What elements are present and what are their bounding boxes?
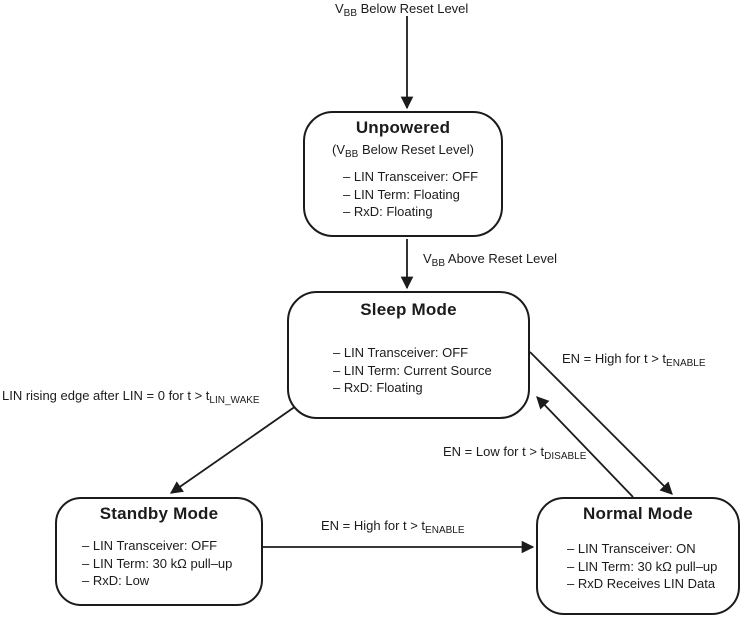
state-item: – LIN Term: Floating	[343, 186, 460, 202]
transition-label-sleep-to-normal: EN = High for t > tENABLE	[562, 351, 706, 369]
label-subscript: BB	[345, 149, 359, 160]
label-text: (V	[332, 142, 346, 157]
label-subscript: DISABLE	[544, 451, 587, 462]
state-title: Sleep Mode	[360, 300, 457, 319]
state-title: Unpowered	[355, 118, 451, 137]
label-text: Above Reset Level	[445, 251, 558, 266]
state-normal-mode: Normal Mode – LIN Transceiver: ON – LIN …	[536, 497, 740, 615]
state-item: – LIN Term: Current Source	[333, 362, 492, 378]
state-item: – RxD: Floating	[333, 380, 423, 395]
arrow-sleep-to-standby	[169, 405, 297, 494]
label-text: EN = High for t > t	[321, 518, 426, 533]
state-title: Normal Mode	[583, 504, 693, 523]
label-text: LIN rising edge after LIN = 0 for t > t	[2, 388, 210, 403]
state-item-list: – LIN Transceiver: OFF – LIN Term: Curre…	[289, 344, 528, 397]
state-subtitle: (VBB Below Reset Level)	[305, 142, 501, 160]
transition-label-normal-to-sleep: EN = Low for t > tDISABLE	[443, 444, 586, 462]
label-text: Below Reset Level)	[358, 142, 474, 157]
label-text: EN = High for t > t	[562, 351, 667, 366]
label-text: EN = Low for t > t	[443, 444, 545, 459]
label-subscript: BB	[431, 258, 446, 269]
label-subscript: ENABLE	[425, 525, 465, 536]
label-subscript: BB	[343, 8, 358, 19]
state-sleep-mode: Sleep Mode – LIN Transceiver: OFF – LIN …	[287, 291, 530, 419]
label-text: V	[335, 1, 344, 16]
state-item: – RxD: Low	[82, 573, 150, 588]
state-item: – LIN Transceiver: ON	[567, 541, 696, 556]
state-item-list: – LIN Transceiver: OFF – LIN Term: 30 kΩ…	[57, 537, 261, 590]
label-subscript: LIN_WAKE	[209, 395, 260, 406]
transition-label-power-up: VBB Above Reset Level	[423, 251, 557, 269]
state-item: – LIN Transceiver: OFF	[333, 345, 469, 360]
state-standby-mode: Standby Mode – LIN Transceiver: OFF – LI…	[55, 497, 263, 606]
transition-label-power-down: VBB Below Reset Level	[335, 1, 468, 19]
state-item: – LIN Term: 30 kΩ pull–up	[567, 558, 718, 574]
label-text: Below Reset Level	[357, 1, 469, 16]
state-item: – LIN Term: 30 kΩ pull–up	[82, 555, 233, 571]
label-subscript: ENABLE	[666, 358, 706, 369]
transition-label-sleep-to-standby: LIN rising edge after LIN = 0 for t > tL…	[2, 388, 260, 406]
arrow-normal-to-sleep	[536, 396, 634, 498]
state-unpowered: Unpowered (VBB Below Reset Level) – LIN …	[303, 111, 503, 237]
state-item: – LIN Transceiver: OFF	[82, 538, 218, 553]
state-item-list: – LIN Transceiver: ON – LIN Term: 30 kΩ …	[538, 540, 738, 593]
state-item: – RxD: Floating	[343, 204, 433, 219]
arrow-sleep-to-normal	[529, 351, 673, 495]
state-item: – RxD Receives LIN Data	[567, 576, 716, 591]
state-title: Standby Mode	[99, 504, 219, 523]
label-text: V	[423, 251, 432, 266]
state-item: – LIN Transceiver: OFF	[343, 169, 479, 184]
state-item-list: – LIN Transceiver: OFF – LIN Term: Float…	[305, 168, 501, 221]
transition-label-standby-to-normal: EN = High for t > tENABLE	[321, 518, 465, 536]
